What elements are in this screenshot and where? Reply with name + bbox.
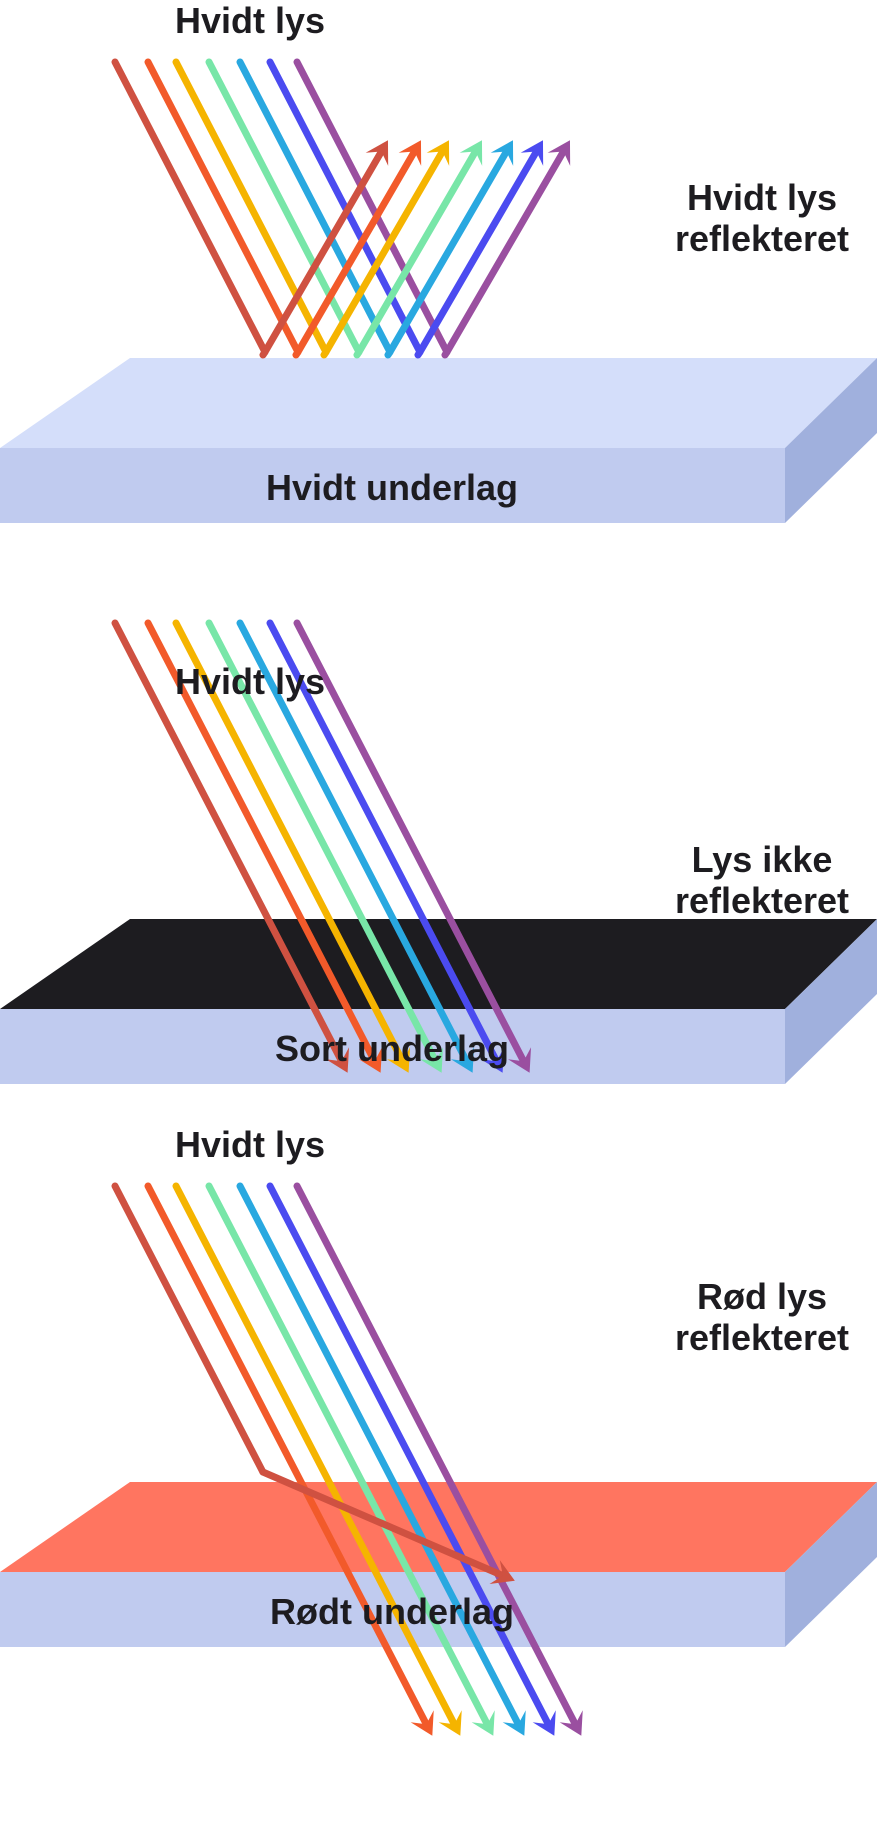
incoming-ray <box>172 619 406 1064</box>
incoming-ray <box>205 58 363 356</box>
reflected-arrowhead <box>398 140 422 166</box>
light-rays <box>111 1182 583 1736</box>
absorbed-arrowhead <box>358 1047 383 1073</box>
incoming-ray <box>266 1182 552 1727</box>
reflected-ray <box>355 148 479 356</box>
incoming-ray <box>111 58 269 356</box>
light-rays <box>111 619 532 1073</box>
reflected-arrowhead <box>547 140 571 166</box>
reflected-ray <box>261 148 385 356</box>
absorbed-arrowhead <box>502 1710 526 1736</box>
surface-label: Rødt underlag <box>270 1591 514 1632</box>
slab-top <box>0 919 877 1009</box>
absorbed-arrowhead <box>386 1047 411 1073</box>
incoming-ray <box>111 1182 267 1476</box>
reflected-arrowhead <box>520 140 544 166</box>
incoming-ray <box>144 58 302 356</box>
light-rays <box>111 58 571 359</box>
absorbed-arrowhead <box>410 1710 434 1736</box>
absorbed-arrowhead <box>325 1047 350 1073</box>
incoming-ray <box>144 619 378 1064</box>
absorbed-arrowhead <box>532 1710 556 1736</box>
result-label-line1: Hvidt lys <box>687 177 837 218</box>
result-label-line2: reflekteret <box>675 1317 849 1358</box>
reflected-rays <box>259 140 571 359</box>
result-label-line1: Lys ikke <box>692 839 833 880</box>
incoming-ray <box>293 1182 579 1727</box>
reflected-arrowhead <box>459 140 483 166</box>
absorbed-arrowhead <box>438 1710 462 1736</box>
incoming-ray <box>266 619 500 1064</box>
incoming-ray <box>205 619 439 1064</box>
reflected-ray <box>294 148 418 356</box>
incoming-rays <box>111 619 532 1073</box>
absorbed-arrowhead <box>471 1710 495 1736</box>
surface-label: Hvidt underlag <box>266 467 518 508</box>
slab-top <box>0 1482 877 1572</box>
reflected-ray <box>259 1468 506 1579</box>
slab-top <box>0 358 877 448</box>
result-label-line2: reflekteret <box>675 880 849 921</box>
incoming-light-label: Hvidt lys <box>175 0 325 41</box>
incoming-ray <box>236 58 394 356</box>
reflected-ray <box>416 148 540 356</box>
reflected-ray <box>386 148 510 356</box>
panel-red-surface: Hvidt lys Rød lys reflekteret Rødt under… <box>0 1124 877 1736</box>
incoming-ray <box>266 58 424 356</box>
slab-front <box>0 448 785 523</box>
reflected-arrowhead <box>489 1560 515 1585</box>
incoming-rays <box>111 58 451 356</box>
incoming-ray <box>172 58 330 356</box>
reflected-ray <box>443 148 567 356</box>
absorbed-arrowhead <box>507 1047 532 1073</box>
reflected-arrowhead <box>490 140 514 166</box>
slab-side <box>785 358 877 523</box>
reflected-arrowhead <box>365 140 389 166</box>
incoming-light-label: Hvidt lys <box>175 661 325 702</box>
reflected-arrowhead <box>426 140 450 166</box>
reflected-rays <box>259 1468 515 1585</box>
incoming-ray <box>205 1182 491 1727</box>
slab-side <box>785 919 877 1084</box>
absorbed-arrowhead <box>480 1047 505 1073</box>
incoming-ray <box>111 619 345 1064</box>
surface-label: Sort underlag <box>275 1028 509 1069</box>
absorbed-arrowhead <box>419 1047 444 1073</box>
reflected-ray <box>322 148 446 356</box>
absorbed-arrowhead <box>450 1047 475 1073</box>
absorbed-arrowhead <box>559 1710 583 1736</box>
result-label-line2: reflekteret <box>675 218 849 259</box>
incoming-rays <box>111 1182 583 1736</box>
panel-white-surface: Hvidt lys Hvidt lys reflekteret Hvidt un… <box>0 0 877 523</box>
result-label-line1: Rød lys <box>697 1276 827 1317</box>
incoming-ray <box>172 1182 458 1727</box>
incoming-ray <box>293 619 527 1064</box>
panel-black-surface: Hvidt lys Lys ikke reflekteret Sort unde… <box>0 619 877 1084</box>
incoming-light-label: Hvidt lys <box>175 1124 325 1165</box>
incoming-ray <box>236 1182 522 1727</box>
incoming-ray <box>236 619 470 1064</box>
slab-side <box>785 1482 877 1647</box>
incoming-ray <box>144 1182 430 1727</box>
